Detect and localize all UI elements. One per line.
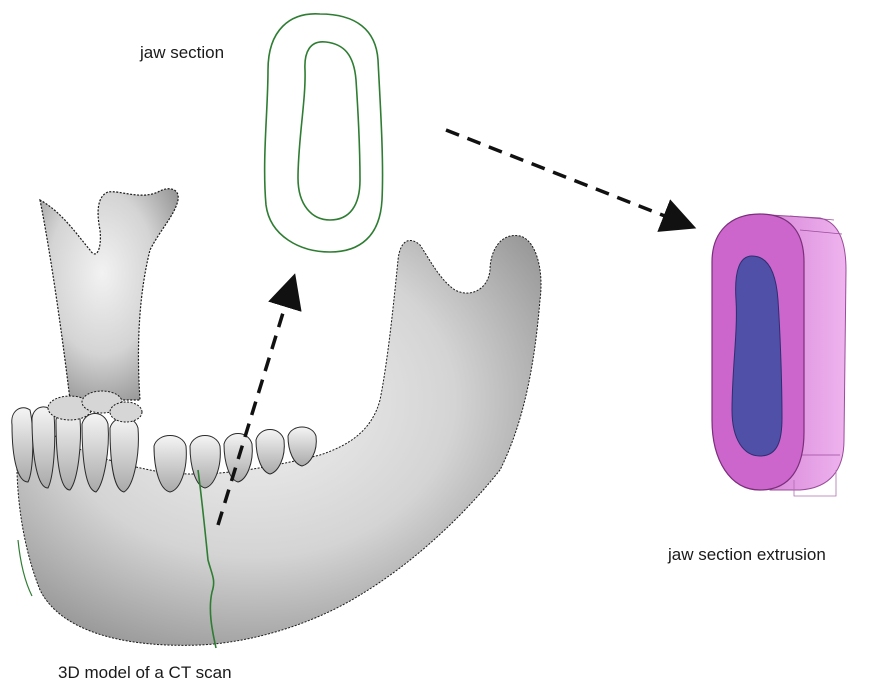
extruded-section-icon	[712, 214, 846, 496]
section-inner-contour	[298, 42, 360, 220]
arrow-section-to-extrusion	[446, 130, 680, 222]
extrusion-inner-cavity	[732, 256, 782, 456]
section-outer-contour	[265, 14, 383, 252]
ct-scan-model-label: 3D model of a CT scan	[58, 664, 232, 681]
jaw-section-extrusion-label: jaw section extrusion	[668, 546, 826, 563]
jaw-section-outline-icon	[265, 14, 383, 252]
mandible-3d-model-icon	[12, 189, 541, 648]
jaw-section-label: jaw section	[140, 44, 224, 61]
left-ramus	[40, 189, 178, 400]
